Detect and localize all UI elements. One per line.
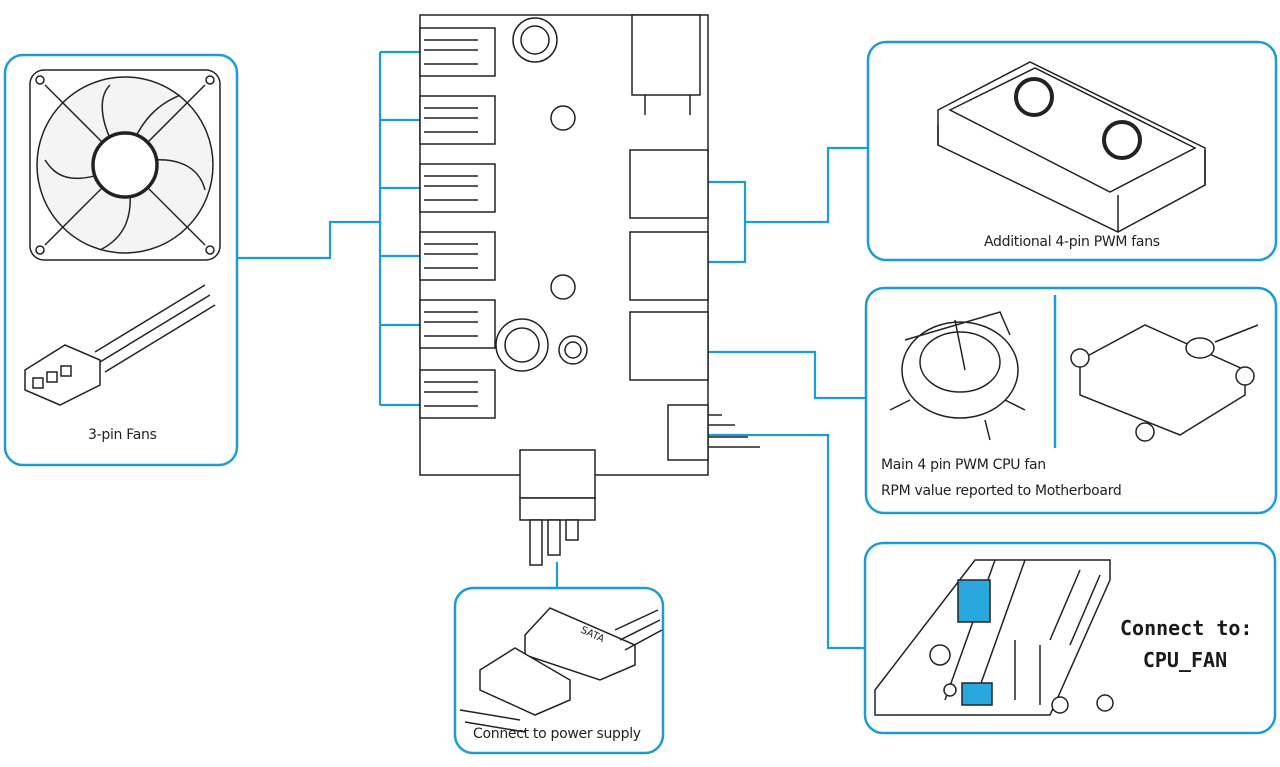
panel-3pin-fans (3, 53, 239, 467)
panel-cpu-fan (864, 286, 1278, 515)
panel-additional-pwm (866, 40, 1278, 262)
cpu-cooler-illustration (889, 311, 1026, 441)
motherboard-illustration (874, 559, 1114, 716)
three-pin-connector-illustration (24, 284, 216, 406)
panel-power-supply: SATA (453, 586, 665, 755)
three-pin-fans-label: 3-pin Fans (88, 427, 157, 443)
rpm-reported-label: RPM value reported to Motherboard (881, 483, 1122, 499)
water-block-illustration (1070, 324, 1259, 442)
case-fan-illustration (29, 69, 221, 261)
connect-to-label: Connect to: (1120, 616, 1253, 640)
power-supply-label: Connect to power supply (473, 726, 641, 742)
sata-connector-illustration (459, 607, 663, 733)
fan-hub-board (419, 14, 760, 566)
connector-lines (237, 50, 868, 650)
panel-motherboard (863, 541, 1277, 735)
additional-pwm-label: Additional 4-pin PWM fans (984, 234, 1160, 250)
cpu-fan-header-label: CPU_FAN (1142, 648, 1228, 672)
radiator-fans-illustration (937, 61, 1206, 233)
three-pin-headers (419, 27, 496, 419)
four-pin-headers (629, 149, 709, 381)
cpu-fan-label: Main 4 pin PWM CPU fan (881, 457, 1046, 473)
